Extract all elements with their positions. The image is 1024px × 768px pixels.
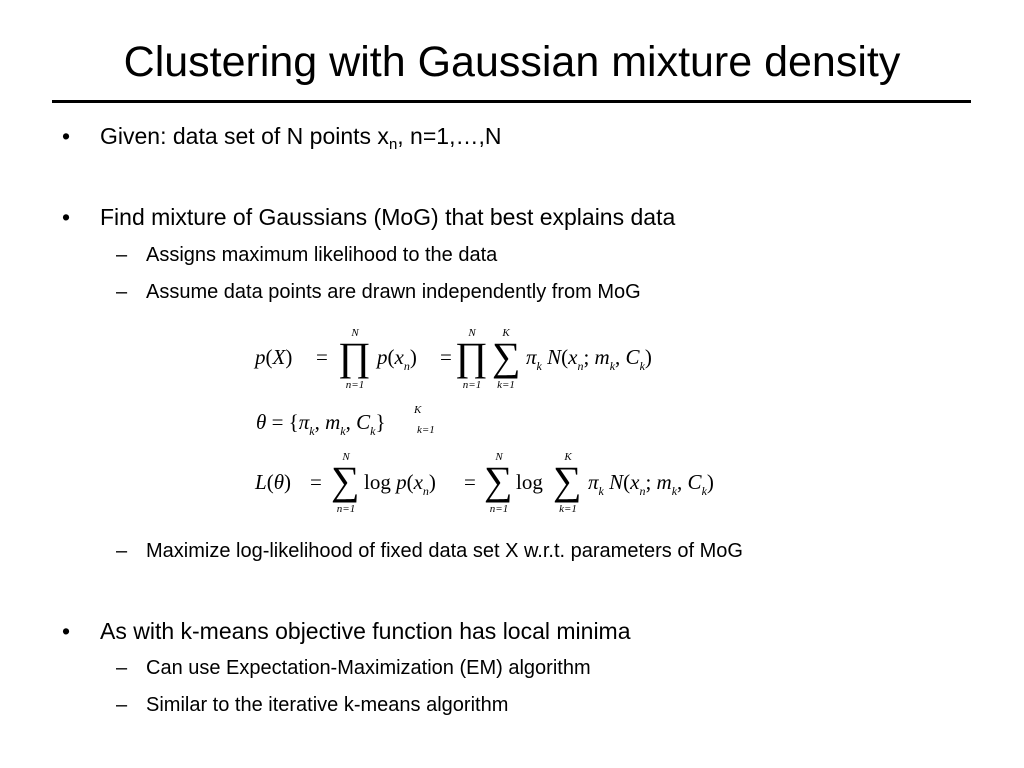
dash-mark: – <box>116 244 128 266</box>
prod-lower: n=1 <box>345 379 365 391</box>
bullet-text: Given: data set of N points x <box>100 123 389 149</box>
subbullet-max-likelihood: – Assigns maximum likelihood to the data <box>116 243 498 267</box>
prod-upper: N <box>351 327 359 339</box>
dash-mark: – <box>116 694 128 716</box>
prod-lower: n=1 <box>462 379 482 391</box>
eq-log: log <box>516 470 543 494</box>
subbullet-independent: – Assume data points are drawn independe… <box>116 280 641 304</box>
subbullet-maximize: – Maximize log-likelihood of fixed data … <box>116 539 743 563</box>
bullet-subscript: n <box>388 136 398 153</box>
eq-param-set: θ = {πk, mk, Ck} <box>256 410 386 438</box>
product-symbol: ∏ <box>455 334 488 379</box>
sum-symbol: ∑ <box>331 458 360 503</box>
subbullet-text: Maximize log-likelihood of fixed data se… <box>146 540 743 562</box>
sum-upper: N <box>495 451 503 463</box>
subbullet-text: Similar to the iterative k-means algorit… <box>146 694 509 716</box>
eq-equals: = <box>440 345 452 369</box>
bullet-text: As with k-means objective function has l… <box>100 618 631 644</box>
eq-gaussian-term: πk N(xn; mk, Ck) <box>526 345 652 373</box>
param-upper: K <box>414 404 422 416</box>
eq-equals: = <box>316 345 328 369</box>
bullet-local-minima: • As with k-means objective function has… <box>62 617 631 645</box>
bullet-mark: • <box>62 618 71 644</box>
subbullet-kmeans: – Similar to the iterative k-means algor… <box>116 693 509 717</box>
param-lower: k=1 <box>417 424 435 436</box>
eq-equals: = <box>310 470 322 494</box>
subbullet-text: Can use Expectation-Maximization (EM) al… <box>146 657 591 679</box>
subbullet-text: Assigns maximum likelihood to the data <box>146 244 498 266</box>
sum-symbol: ∑ <box>492 334 521 379</box>
sum-upper: K <box>502 327 510 339</box>
sum-lower: n=1 <box>489 503 509 515</box>
dash-mark: – <box>116 540 128 562</box>
eq-p-xn: p(xn) <box>377 345 417 373</box>
subbullet-text: Assume data points are drawn independent… <box>146 281 641 303</box>
dash-mark: – <box>116 657 128 679</box>
bullet-text: Find mixture of Gaussians (MoG) that bes… <box>100 204 676 230</box>
prod-upper: N <box>468 327 476 339</box>
bullet-mark: • <box>62 123 71 149</box>
bullet-given: • Given: data set of N points xn, n=1,…,… <box>62 122 502 153</box>
bullet-find-mixture: • Find mixture of Gaussians (MoG) that b… <box>62 203 676 231</box>
eq-L-theta: L(θ) <box>255 470 292 494</box>
eq-p: p(X) <box>255 345 293 369</box>
sum-symbol: ∑ <box>484 458 513 503</box>
eq-equals: = <box>464 470 476 494</box>
title-rule <box>52 100 971 103</box>
bullet-mark: • <box>62 204 71 230</box>
sum-symbol: ∑ <box>553 458 582 503</box>
sum-upper: N <box>342 451 350 463</box>
dash-mark: – <box>116 281 128 303</box>
bullet-text-rest: , n=1,…,N <box>397 123 502 149</box>
eq-log-term: log p(xn) <box>364 470 436 498</box>
sum-upper: K <box>564 451 572 463</box>
sum-lower: n=1 <box>336 503 356 515</box>
subbullet-em: – Can use Expectation-Maximization (EM) … <box>116 656 591 680</box>
eq-gaussian-term: πk N(xn; mk, Ck) <box>588 470 714 498</box>
sum-lower: k=1 <box>559 503 577 515</box>
sum-lower: k=1 <box>497 379 515 391</box>
product-symbol: ∏ <box>338 334 371 379</box>
slide-title: Clustering with Gaussian mixture density <box>123 38 901 86</box>
